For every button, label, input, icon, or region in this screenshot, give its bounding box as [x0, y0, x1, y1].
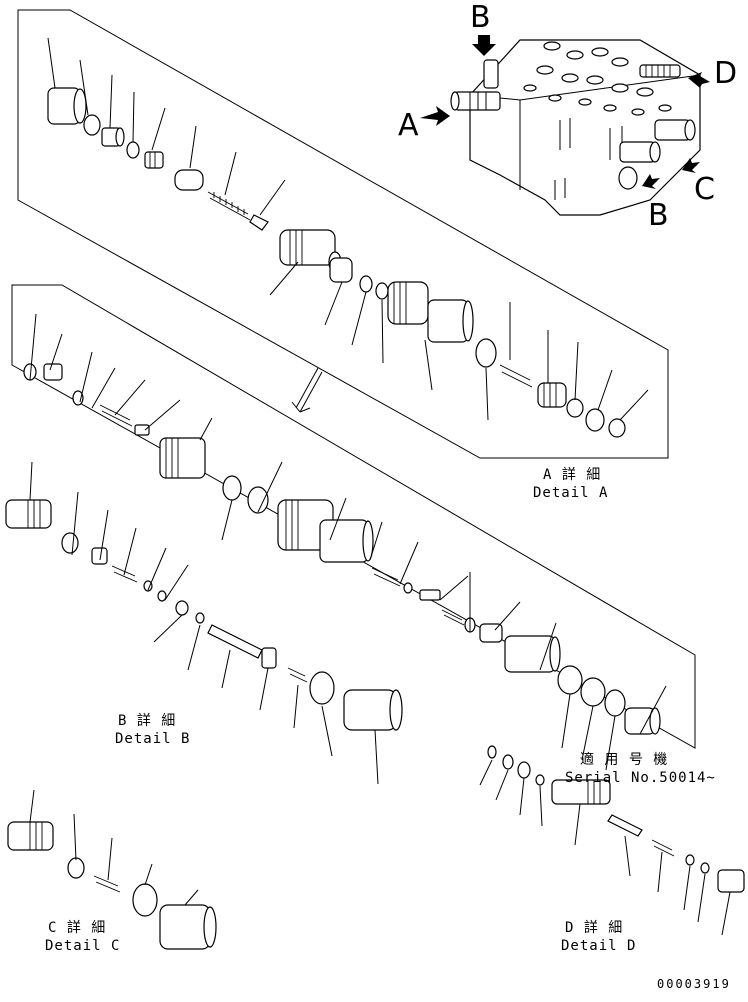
detail-b-frame: [11, 284, 696, 749]
detail-b-caption-jp: B 詳 細: [118, 713, 177, 729]
view-label-d: D: [714, 56, 738, 91]
drawing-number: 00003919: [657, 977, 731, 991]
detail-a-caption-en: Detail A: [533, 485, 609, 501]
detail-b-parts: [5, 313, 667, 785]
detail-c-parts: [7, 789, 217, 950]
detail-c-caption-en: Detail C: [45, 938, 121, 954]
detail-b-caption-en: Detail B: [115, 731, 191, 747]
control-valve-body: [450, 39, 701, 216]
view-label-c: C: [694, 172, 715, 207]
view-label-b-bottom: B: [648, 198, 669, 233]
detail-d-caption-en: Detail D: [561, 938, 637, 954]
detail-a-frame: [17, 9, 669, 459]
detail-d-caption-jp: D 詳 細: [565, 920, 624, 936]
view-arrow-icons: [420, 35, 710, 189]
detail-c-caption-jp: C 詳 細: [48, 920, 107, 936]
detail-a-parts: [47, 37, 649, 438]
view-label-a: A: [398, 108, 419, 143]
serial-caption-jp: 適 用 号 機: [580, 752, 669, 768]
view-label-b-top: B: [470, 0, 491, 35]
detail-a-caption-jp: A 詳 細: [543, 467, 602, 483]
detail-d-parts: [479, 745, 745, 936]
serial-caption-en: Serial No.50014~: [565, 770, 716, 786]
